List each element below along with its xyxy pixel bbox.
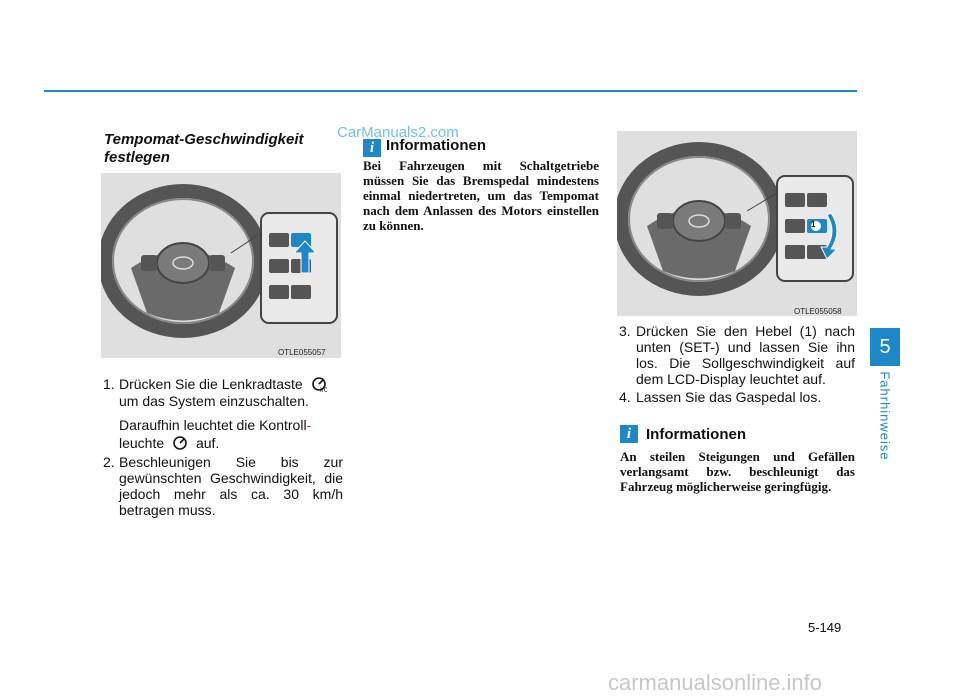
figure-code-1: OTLE055057 [278, 348, 326, 357]
info-title-2: Informationen [646, 426, 746, 443]
chapter-number: 5 [879, 335, 891, 358]
header-rule [44, 90, 857, 92]
cruise-control-icon: I/O [311, 377, 327, 392]
callout-number: 1 [811, 220, 816, 229]
chapter-title-text: Fahrhinweise [877, 371, 893, 461]
chapter-tab[interactable]: 5 [870, 328, 900, 366]
step-number: 4. [619, 389, 631, 405]
info-body-2: An steilen Steigungen und Gefällen verla… [620, 449, 855, 494]
chapter-title: Fahrhinweise [872, 371, 898, 460]
step-3-text: Drücken Sie den Hebel (1) nach unten (SE… [636, 323, 855, 387]
cruise-indicator-icon [173, 436, 187, 450]
step-2-text: Beschleunigen Sie bis zur gewünschten Ge… [119, 454, 343, 518]
note-text-b: leuchte [119, 435, 165, 451]
info-icon: i [620, 425, 638, 443]
step-1: 1. Drücken Sie die Lenkradtaste I/O [103, 376, 343, 392]
step-2: 2. Beschleunigen Sie bis zur gewünschten… [103, 454, 343, 518]
step-1-note: Daraufhin leuchtet die Kontroll- [119, 417, 347, 433]
note-text-a: Daraufhin leuchtet die Kontroll [119, 417, 307, 433]
section-title: Tempomat-Geschwindigkeit festlegen [104, 131, 304, 166]
step-number: 3. [619, 323, 631, 339]
steering-wheel-figure-1 [101, 173, 341, 358]
hyphen: - [306, 417, 312, 433]
step-4-text: Lassen Sie das Gaspedal los. [636, 389, 822, 405]
step-1-note-2: leuchte auf. [119, 435, 343, 451]
note-text-c: auf. [195, 435, 220, 451]
step-1-cont: um das System einzuschalten. [119, 393, 309, 409]
watermark-top: CarManuals2.com [337, 124, 459, 141]
info-body-1: Bei Fahrzeugen mit Schaltgetriebe müssen… [363, 158, 599, 233]
steering-wheel-illustration [617, 142, 854, 296]
steering-wheel-figure-2: 1 [617, 131, 857, 316]
step-number: 2. [103, 454, 115, 470]
step-1-text: Drücken Sie die Lenkradtaste [119, 376, 303, 392]
steering-wheel-illustration [101, 184, 338, 338]
watermark-bottom: carmanualsonline.info [608, 670, 823, 695]
svg-text:I/O: I/O [320, 387, 327, 392]
page-number: 5-149 [808, 620, 842, 635]
step-4: 4. Lassen Sie das Gaspedal los. [619, 389, 855, 405]
step-3: 3. Drücken Sie den Hebel (1) nach unten … [619, 323, 855, 387]
info-title-1: Informationen [386, 137, 486, 154]
figure-code-2: OTLE055058 [794, 307, 842, 316]
info-icon: i [363, 139, 381, 157]
step-number: 1. [103, 376, 115, 392]
